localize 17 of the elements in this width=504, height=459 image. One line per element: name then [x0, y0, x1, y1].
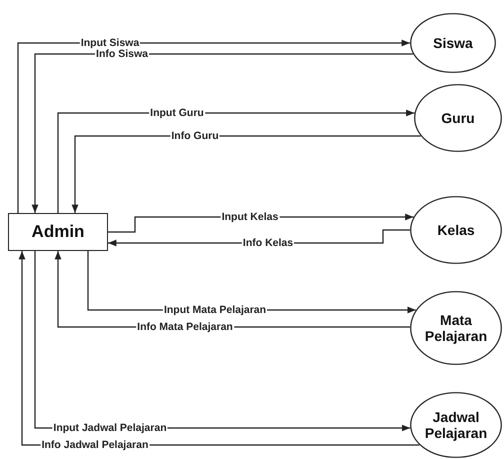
process-box	[8, 213, 108, 251]
node-label: Kelas	[437, 222, 475, 238]
edge-label: Input Guru	[149, 107, 205, 119]
node-label: Jadwal Pelajaran	[424, 408, 488, 442]
edge-label: Info Jadwal Pelajaran	[40, 439, 150, 451]
node-label: Admin	[32, 222, 84, 242]
node-label: Siswa	[433, 34, 473, 52]
edge-label: Input Siswa	[80, 37, 140, 49]
edge-label: Input Kelas	[220, 211, 280, 223]
node-label: Mata Pelajaran	[424, 312, 488, 344]
edge-label: Info Kelas	[242, 237, 294, 249]
node-label: Guru	[441, 110, 475, 126]
edge-label: Info Mata Pelajaran	[136, 321, 234, 333]
edge-label: Input Mata Pelajaran	[162, 304, 268, 316]
edge-label: Info Guru	[170, 130, 220, 142]
edge-label: Info Siswa	[95, 48, 149, 60]
edge-label: Input Jadwal Pelajaran	[52, 422, 168, 434]
